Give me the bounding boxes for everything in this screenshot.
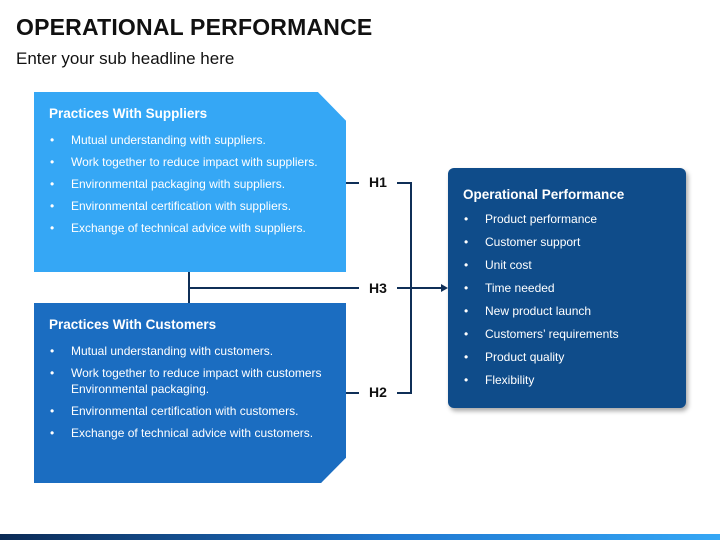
page-subtitle: Enter your sub headline here <box>16 49 235 68</box>
operational-item: Flexibility <box>463 372 672 388</box>
operational-item: Product performance <box>463 211 672 227</box>
suppliers-item: Environmental certification with supplie… <box>49 198 332 214</box>
operational-list: Product performance Customer support Uni… <box>463 211 672 395</box>
connector-h1-line <box>346 182 359 184</box>
page-title: OPERATIONAL PERFORMANCE <box>16 14 373 40</box>
customers-box: Practices With Customers Mutual understa… <box>34 303 346 483</box>
hypothesis-h2-label: H2 <box>369 384 387 400</box>
operational-box: Operational Performance Product performa… <box>448 168 686 408</box>
connector-mid-tick <box>397 287 411 289</box>
suppliers-list: Mutual understanding with suppliers. Wor… <box>49 132 332 242</box>
hypothesis-h1-label: H1 <box>369 174 387 190</box>
operational-item: Customer support <box>463 234 672 250</box>
bracket-bottom-tick <box>397 392 411 394</box>
suppliers-box: Practices With Suppliers Mutual understa… <box>34 92 346 272</box>
bracket-top-tick <box>397 182 411 184</box>
operational-item: New product launch <box>463 303 672 319</box>
customers-item: Exchange of technical advice with custom… <box>49 425 332 441</box>
footer-bar <box>0 534 720 540</box>
suppliers-item: Mutual understanding with suppliers. <box>49 132 332 148</box>
customers-list: Mutual understanding with customers. Wor… <box>49 343 332 447</box>
suppliers-item: Environmental packaging with suppliers. <box>49 176 332 192</box>
connector-to-ops-line <box>411 287 441 289</box>
customers-item: Work together to reduce impact with cust… <box>49 365 332 397</box>
operational-item: Unit cost <box>463 257 672 273</box>
operational-item: Customers’ requirements <box>463 326 672 342</box>
operational-item: Time needed <box>463 280 672 296</box>
operational-item: Product quality <box>463 349 672 365</box>
arrow-head-icon <box>441 284 448 292</box>
suppliers-title: Practices With Suppliers <box>49 106 208 121</box>
hypothesis-h3-label: H3 <box>369 280 387 296</box>
suppliers-item: Exchange of technical advice with suppli… <box>49 220 332 236</box>
customers-title: Practices With Customers <box>49 317 217 332</box>
connector-h2-line <box>346 392 359 394</box>
operational-title: Operational Performance <box>463 187 625 202</box>
connector-h3-line <box>189 287 359 289</box>
customers-item: Environmental certification with custome… <box>49 403 332 419</box>
customers-item: Mutual understanding with customers. <box>49 343 332 359</box>
suppliers-item: Work together to reduce impact with supp… <box>49 154 332 170</box>
